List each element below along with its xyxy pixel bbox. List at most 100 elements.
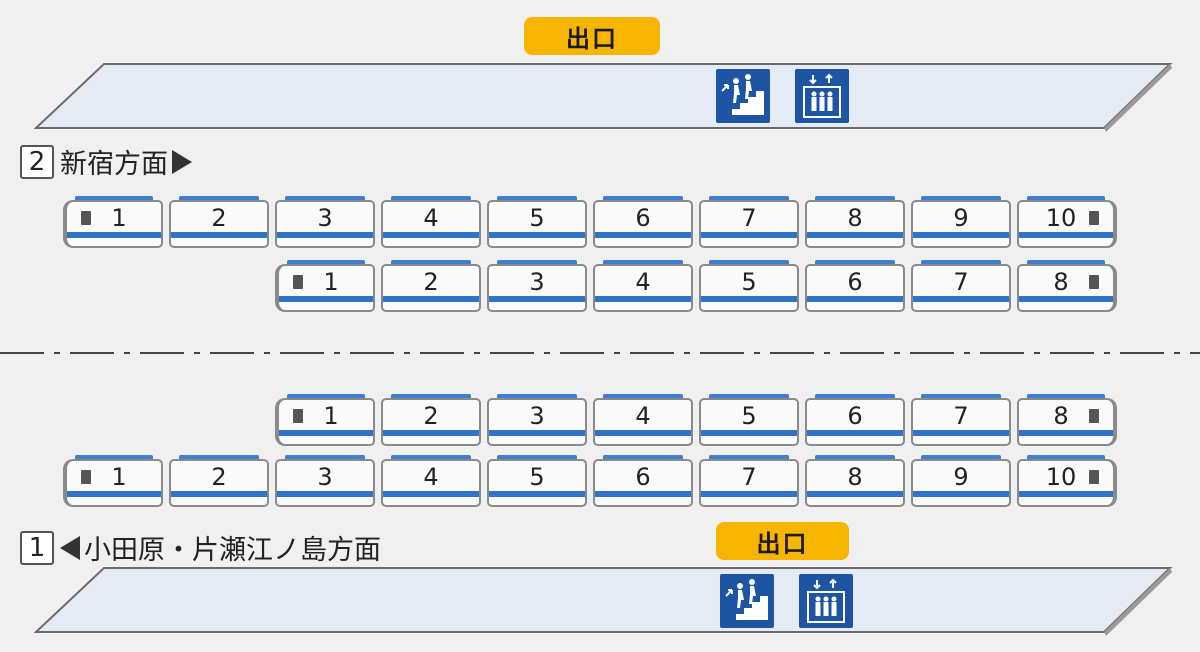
car-stripe <box>279 296 373 302</box>
train-car: 4 <box>381 196 481 248</box>
train-car: 6 <box>805 394 905 446</box>
car-number: 5 <box>529 204 545 232</box>
train-car: 2 <box>169 455 269 507</box>
car-number: 4 <box>423 463 439 491</box>
car-stripe <box>171 491 267 497</box>
car-stripe <box>913 430 1009 436</box>
train-car: 1 <box>275 260 375 312</box>
car-number: 8 <box>1053 268 1069 296</box>
train-car: 4 <box>593 260 693 312</box>
train-car: 7 <box>911 260 1011 312</box>
cab-window-icon <box>1089 211 1099 225</box>
train-car: 3 <box>487 260 587 312</box>
car-number: 5 <box>741 268 757 296</box>
train-car: 5 <box>487 196 587 248</box>
car-stripe <box>1019 430 1113 436</box>
car-number: 8 <box>847 463 863 491</box>
train-car: 10 <box>1017 455 1117 507</box>
bottom-platform-surface <box>33 567 1173 633</box>
train-car: 7 <box>699 196 799 248</box>
car-stripe <box>701 430 797 436</box>
train-car: 2 <box>381 260 481 312</box>
car-stripe <box>595 232 691 238</box>
car-number: 7 <box>741 204 757 232</box>
track-1-number: 1 <box>20 530 54 565</box>
train-car: 4 <box>593 394 693 446</box>
track-2-label: 2 新宿方面 <box>20 142 192 181</box>
train-car: 3 <box>487 394 587 446</box>
train-car: 2 <box>381 394 481 446</box>
cab-window-icon <box>293 409 303 423</box>
car-number: 4 <box>635 268 651 296</box>
car-stripe <box>807 491 903 497</box>
car-stripe <box>171 232 267 238</box>
car-stripe <box>279 430 373 436</box>
stairs-icon <box>720 574 774 628</box>
car-number: 1 <box>323 268 339 296</box>
car-stripe <box>913 491 1009 497</box>
car-stripe <box>489 296 585 302</box>
top-platform-edge <box>1104 64 1172 132</box>
car-stripe <box>489 491 585 497</box>
car-number: 7 <box>953 268 969 296</box>
train-car: 2 <box>169 196 269 248</box>
train-car: 8 <box>1017 260 1117 312</box>
elevator-icon <box>799 574 853 628</box>
car-stripe <box>807 296 903 302</box>
car-number: 10 <box>1045 204 1077 232</box>
car-number: 1 <box>111 463 127 491</box>
train-car: 5 <box>487 455 587 507</box>
exit-badge-bottom: 出口 <box>716 522 849 560</box>
track-1-direction: 小田原・片瀬江ノ島方面 <box>84 535 381 566</box>
train-car: 9 <box>911 455 1011 507</box>
train-car: 6 <box>805 260 905 312</box>
train-car: 8 <box>1017 394 1117 446</box>
car-stripe <box>913 232 1009 238</box>
track-2-direction: 新宿方面 <box>60 149 168 180</box>
car-stripe <box>701 296 797 302</box>
car-stripe <box>1019 296 1113 302</box>
car-number: 9 <box>953 204 969 232</box>
train-car: 9 <box>911 196 1011 248</box>
car-stripe <box>383 430 479 436</box>
train-car: 6 <box>593 455 693 507</box>
exit-badge-top: 出口 <box>524 17 660 55</box>
car-stripe <box>383 296 479 302</box>
car-stripe <box>489 430 585 436</box>
car-number: 6 <box>847 402 863 430</box>
car-number: 3 <box>529 268 545 296</box>
car-number: 6 <box>635 463 651 491</box>
car-number: 8 <box>847 204 863 232</box>
car-stripe <box>67 232 161 238</box>
car-number: 3 <box>317 463 333 491</box>
train-car: 7 <box>699 455 799 507</box>
train-car: 5 <box>699 394 799 446</box>
train-car: 6 <box>593 196 693 248</box>
car-number: 7 <box>741 463 757 491</box>
car-stripe <box>383 491 479 497</box>
car-number: 4 <box>635 402 651 430</box>
car-stripe <box>701 232 797 238</box>
train-car: 8 <box>805 196 905 248</box>
car-stripe <box>913 296 1009 302</box>
train-car: 3 <box>275 196 375 248</box>
car-stripe <box>277 491 373 497</box>
cab-window-icon <box>1089 470 1099 484</box>
cab-window-icon <box>81 470 91 484</box>
car-stripe <box>807 232 903 238</box>
car-number: 5 <box>529 463 545 491</box>
bottom-platform-edge <box>1104 568 1172 636</box>
cab-window-icon <box>293 275 303 289</box>
train-car: 4 <box>381 455 481 507</box>
track-2-number: 2 <box>20 144 54 179</box>
car-number: 1 <box>111 204 127 232</box>
direction-left-icon <box>60 535 80 560</box>
car-number: 2 <box>423 402 439 430</box>
car-number: 5 <box>741 402 757 430</box>
car-stripe <box>1019 232 1113 238</box>
car-stripe <box>489 232 585 238</box>
car-number: 6 <box>635 204 651 232</box>
train-car: 1 <box>63 455 163 507</box>
car-stripe <box>595 430 691 436</box>
